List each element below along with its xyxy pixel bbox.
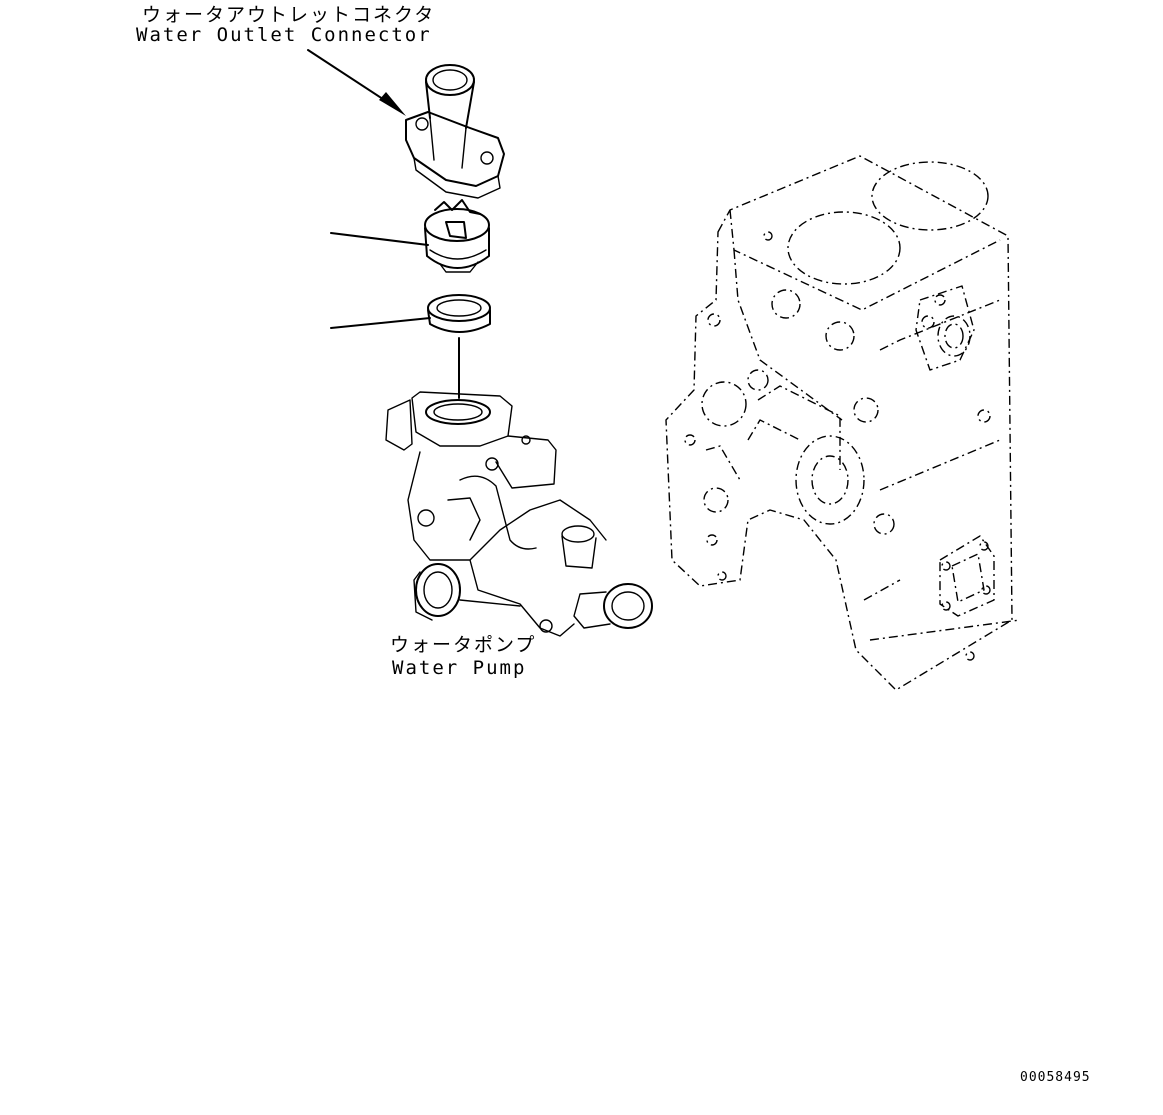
- water-outlet-connector-label-jp: ウォータアウトレットコネクタ: [142, 4, 436, 26]
- gasket-part: [427, 294, 491, 333]
- gasket-leader: [330, 317, 431, 329]
- water-outlet-connector-part: [405, 64, 505, 199]
- water-pump-label-jp: ウォータポンプ: [390, 634, 537, 656]
- document-number: 00058495: [1020, 1070, 1091, 1085]
- water-pump-label: Water Pump: [392, 657, 527, 679]
- outlet-connector-leader: [307, 49, 393, 106]
- leader-lines: [307, 49, 460, 399]
- thermostat-leader: [330, 232, 429, 246]
- cylinder-block-outline: [665, 155, 1021, 691]
- leader-arrowhead: [379, 92, 406, 116]
- water-pump-part: [385, 391, 653, 637]
- thermostat-part: [424, 199, 490, 273]
- water-outlet-connector-label: Water Outlet Connector: [136, 24, 432, 46]
